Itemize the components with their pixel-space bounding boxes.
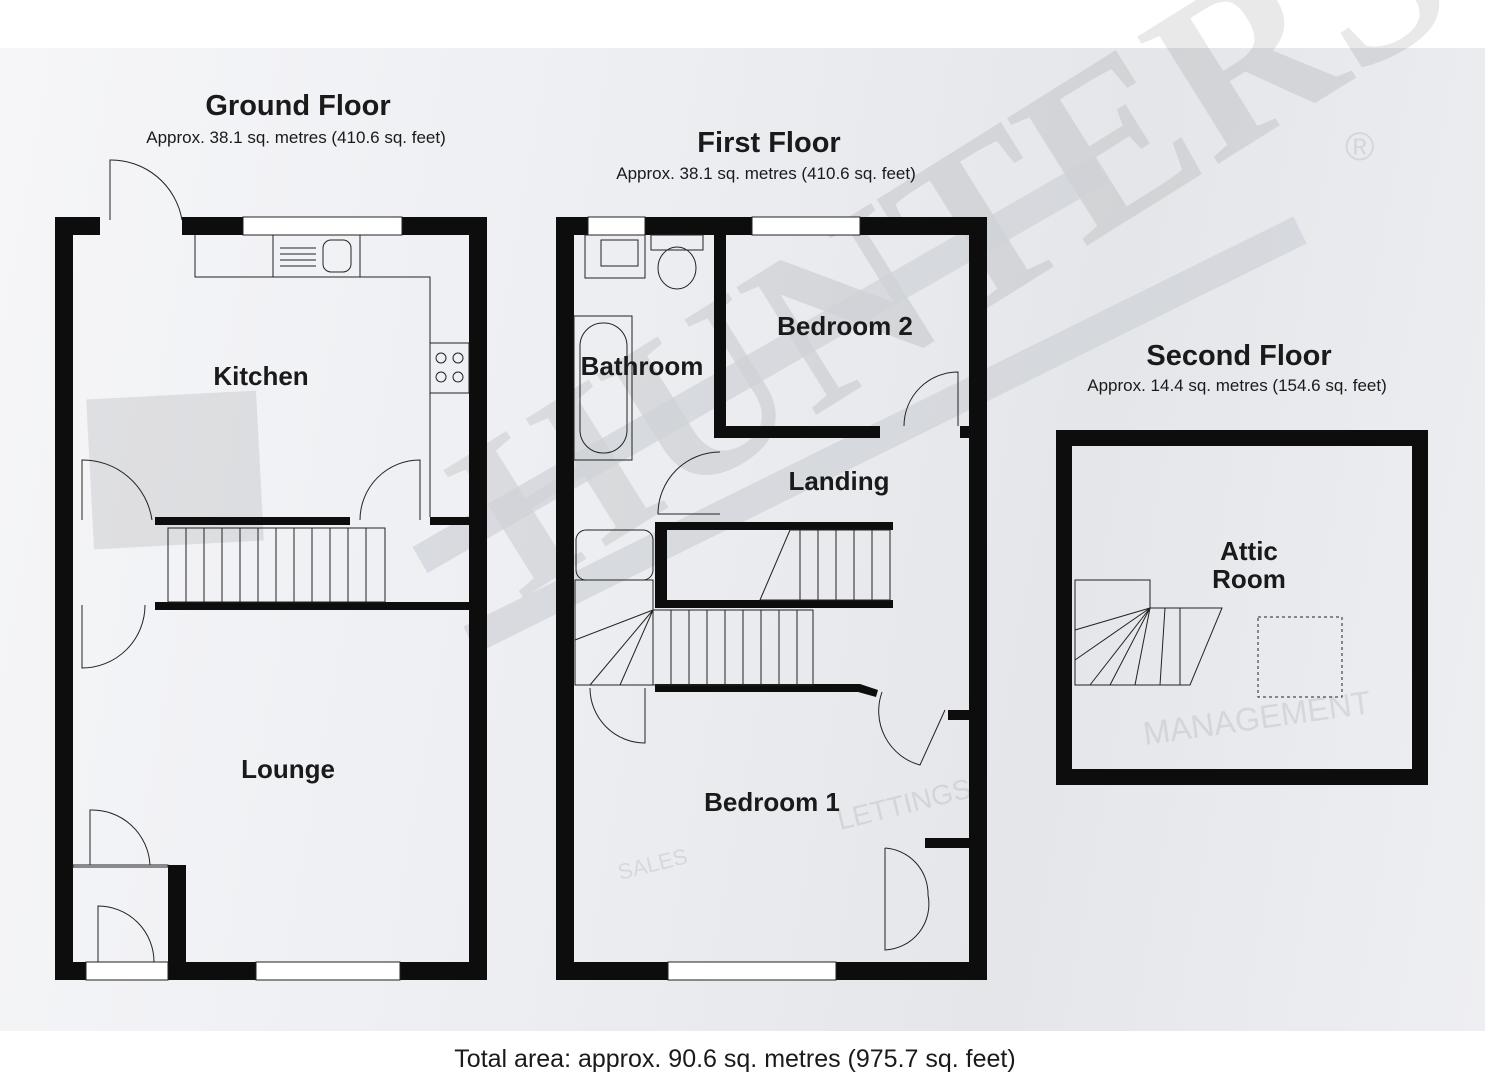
svg-text:LETTINGS: LETTINGS — [834, 773, 974, 836]
svg-text:®: ® — [1345, 125, 1374, 169]
watermark-background — [0, 48, 1485, 1031]
room-label: Bedroom 2 — [777, 311, 913, 341]
floor-area: Approx. 14.4 sq. metres (154.6 sq. feet) — [1087, 376, 1387, 395]
total-area: Total area: approx. 90.6 sq. metres (975… — [454, 1045, 1016, 1073]
room-label: Bathroom — [580, 351, 704, 381]
floor-title: Ground Floor — [205, 90, 391, 122]
floor-area: Approx. 38.1 sq. metres (410.6 sq. feet) — [146, 128, 446, 147]
second-floor-plan — [1056, 430, 1428, 785]
room-label: Bedroom 1 — [704, 787, 840, 817]
first-floor-plan — [556, 217, 987, 980]
svg-text:MANAGEMENT: MANAGEMENT — [1141, 684, 1373, 752]
svg-text:SALES: SALES — [615, 843, 690, 884]
room-label: Landing — [788, 466, 890, 496]
floor-title: First Floor — [697, 127, 841, 159]
room-label: Attic Room — [1212, 536, 1286, 594]
floor-area: Approx. 38.1 sq. metres (410.6 sq. feet) — [616, 164, 916, 183]
floor-title: Second Floor — [1146, 340, 1332, 372]
ground-floor-plan — [55, 217, 487, 980]
room-label: Kitchen — [213, 361, 309, 391]
room-label: Lounge — [241, 754, 335, 784]
